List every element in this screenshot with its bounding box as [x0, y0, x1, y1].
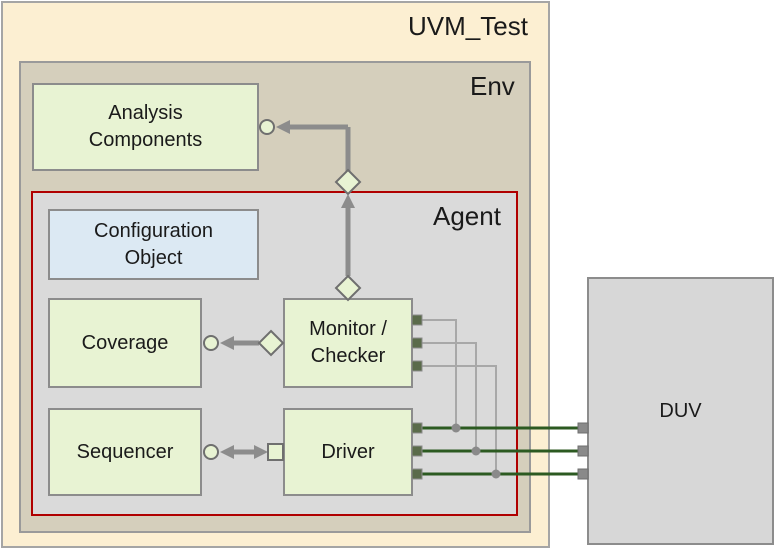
coverage-label: Coverage	[81, 331, 169, 354]
configuration-object-label: Configuration Object	[94, 219, 213, 269]
junction-dot-2	[471, 446, 481, 456]
arrowhead-up	[341, 194, 355, 208]
driver-box	[283, 408, 413, 496]
arrowhead-left	[276, 120, 290, 134]
duv-box	[587, 277, 774, 545]
driver-pin-3	[411, 468, 423, 480]
configuration-object-box	[48, 209, 259, 280]
duv-pin-2	[577, 445, 589, 457]
junction-dot-1	[451, 423, 461, 433]
monitor-checker-label: Monitor / Checker	[309, 318, 387, 367]
monitor-pin-2	[411, 337, 423, 349]
driver-label: Driver	[321, 440, 375, 463]
sequencer-box	[48, 408, 202, 496]
agent-label: Agent	[433, 201, 501, 231]
duv-label: DUV	[659, 399, 702, 422]
analysis-components-label: Analysis Components	[88, 102, 203, 151]
coverage-box	[48, 298, 202, 388]
driver-port-square	[267, 443, 284, 461]
analysis-components-box	[32, 83, 259, 171]
duv-pin-1	[577, 422, 589, 434]
uvm-test-label: UVM_Test	[408, 11, 528, 41]
arrowhead-left-coverage	[220, 336, 234, 350]
duv-pin-3	[577, 468, 589, 480]
env-label: Env	[470, 71, 515, 101]
arrowhead-right-seq	[254, 445, 268, 459]
arrowhead-left-seq	[220, 445, 234, 459]
sequencer-port-circle	[203, 444, 219, 460]
junction-dot-3	[491, 469, 501, 479]
analysis-port-circle	[259, 119, 275, 135]
monitor-tap-3	[419, 365, 497, 474]
driver-pin-1	[411, 422, 423, 434]
monitor-pin-1	[411, 314, 423, 326]
monitor-pin-3	[411, 360, 423, 372]
monitor-port-diamond	[334, 274, 362, 302]
monitor-tap-2	[419, 342, 477, 451]
sequencer-label: Sequencer	[76, 440, 174, 463]
monitor-tap-1	[419, 319, 457, 428]
coverage-port-circle	[203, 335, 219, 351]
driver-pin-2	[411, 445, 423, 457]
export-diamond-top	[334, 168, 362, 196]
monitor-analysis-diamond	[257, 329, 285, 357]
